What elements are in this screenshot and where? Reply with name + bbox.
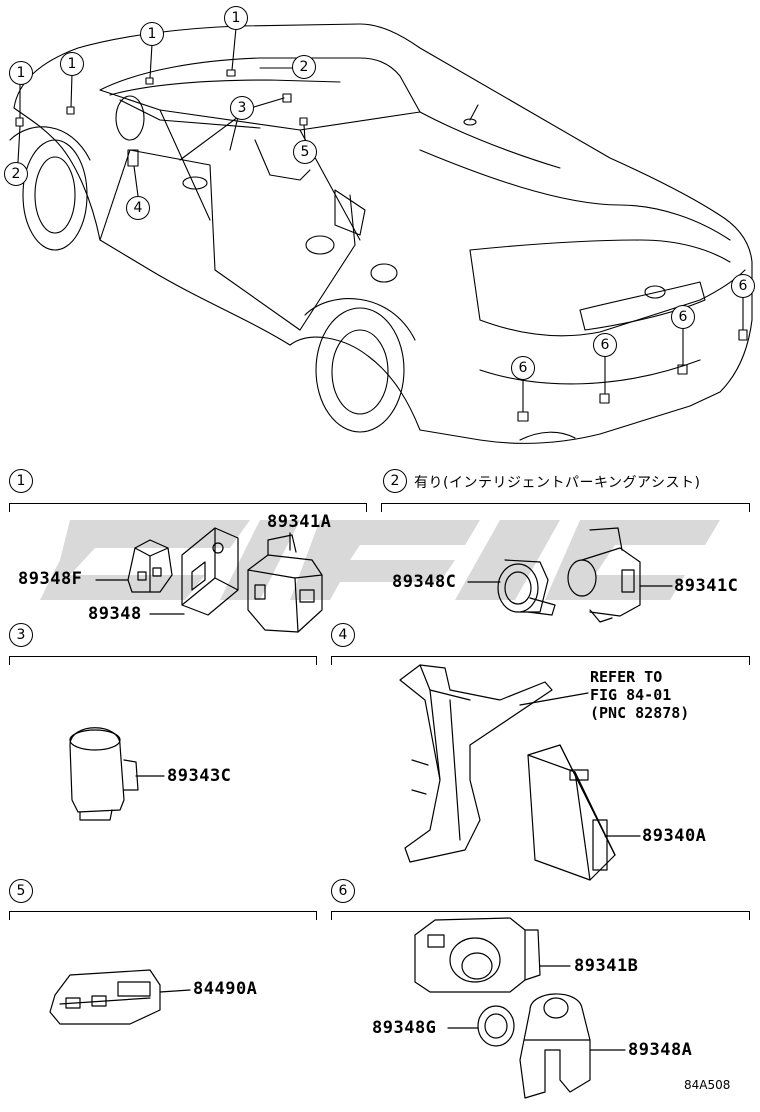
section-1-number: 1 xyxy=(9,469,33,493)
divider-tick xyxy=(9,656,10,665)
part-89348F-label: 89348F xyxy=(18,569,83,589)
callout-1: 1 xyxy=(9,61,33,85)
part-89341A-label: 89341A xyxy=(267,512,332,532)
callout-3: 3 xyxy=(230,96,254,120)
callout-6: 6 xyxy=(593,333,617,357)
section-2-divider xyxy=(381,503,750,504)
section-6-number: 6 xyxy=(331,879,355,903)
callout-6: 6 xyxy=(511,356,535,380)
divider-tick xyxy=(316,656,317,665)
divider-tick xyxy=(9,503,10,512)
divider-tick xyxy=(749,911,750,920)
divider-tick xyxy=(749,656,750,665)
callout-6: 6 xyxy=(671,305,695,329)
divider-tick xyxy=(749,503,750,512)
part-84490A-label: 84490A xyxy=(193,979,258,999)
callout-1: 1 xyxy=(60,52,84,76)
section-4-number: 4 xyxy=(331,623,355,647)
section-3-number: 3 xyxy=(9,623,33,647)
car-illustration xyxy=(9,23,753,444)
divider-tick xyxy=(366,503,367,512)
callout-1: 1 xyxy=(140,22,164,46)
divider-tick xyxy=(381,503,382,512)
callout-4: 4 xyxy=(126,196,150,220)
section-5-number: 5 xyxy=(9,879,33,903)
part-89343C-label: 89343C xyxy=(167,766,232,786)
section-4-divider xyxy=(331,656,750,657)
divider-tick xyxy=(331,656,332,665)
callout-1: 1 xyxy=(224,6,248,30)
part-89341B-label: 89341B xyxy=(574,956,639,976)
part-89340A-label: 89340A xyxy=(642,826,707,846)
callout-2: 2 xyxy=(4,162,28,186)
callout-6: 6 xyxy=(731,274,755,298)
section-5-divider xyxy=(9,911,317,912)
part-89341C-label: 89341C xyxy=(674,576,739,596)
section-2-number: 2 xyxy=(383,469,407,493)
section-6-divider xyxy=(331,911,750,912)
callout-2: 2 xyxy=(292,55,316,79)
callout-5: 5 xyxy=(293,140,317,164)
divider-tick xyxy=(9,911,10,920)
section-2-note: 有り(インテリジェントパーキングアシスト) xyxy=(414,475,701,491)
refer-note: REFER TO FIG 84-01 (PNC 82878) xyxy=(590,668,690,722)
part-89348A-label: 89348A xyxy=(628,1040,693,1060)
section-1-divider xyxy=(9,503,367,504)
section-3-divider xyxy=(9,656,317,657)
diagram-code: 84A508 xyxy=(684,1078,731,1092)
divider-tick xyxy=(331,911,332,920)
part-89348C-label: 89348C xyxy=(392,572,457,592)
divider-tick xyxy=(316,911,317,920)
part-89348-label: 89348 xyxy=(88,604,142,624)
part-89348G-label: 89348G xyxy=(372,1018,437,1038)
